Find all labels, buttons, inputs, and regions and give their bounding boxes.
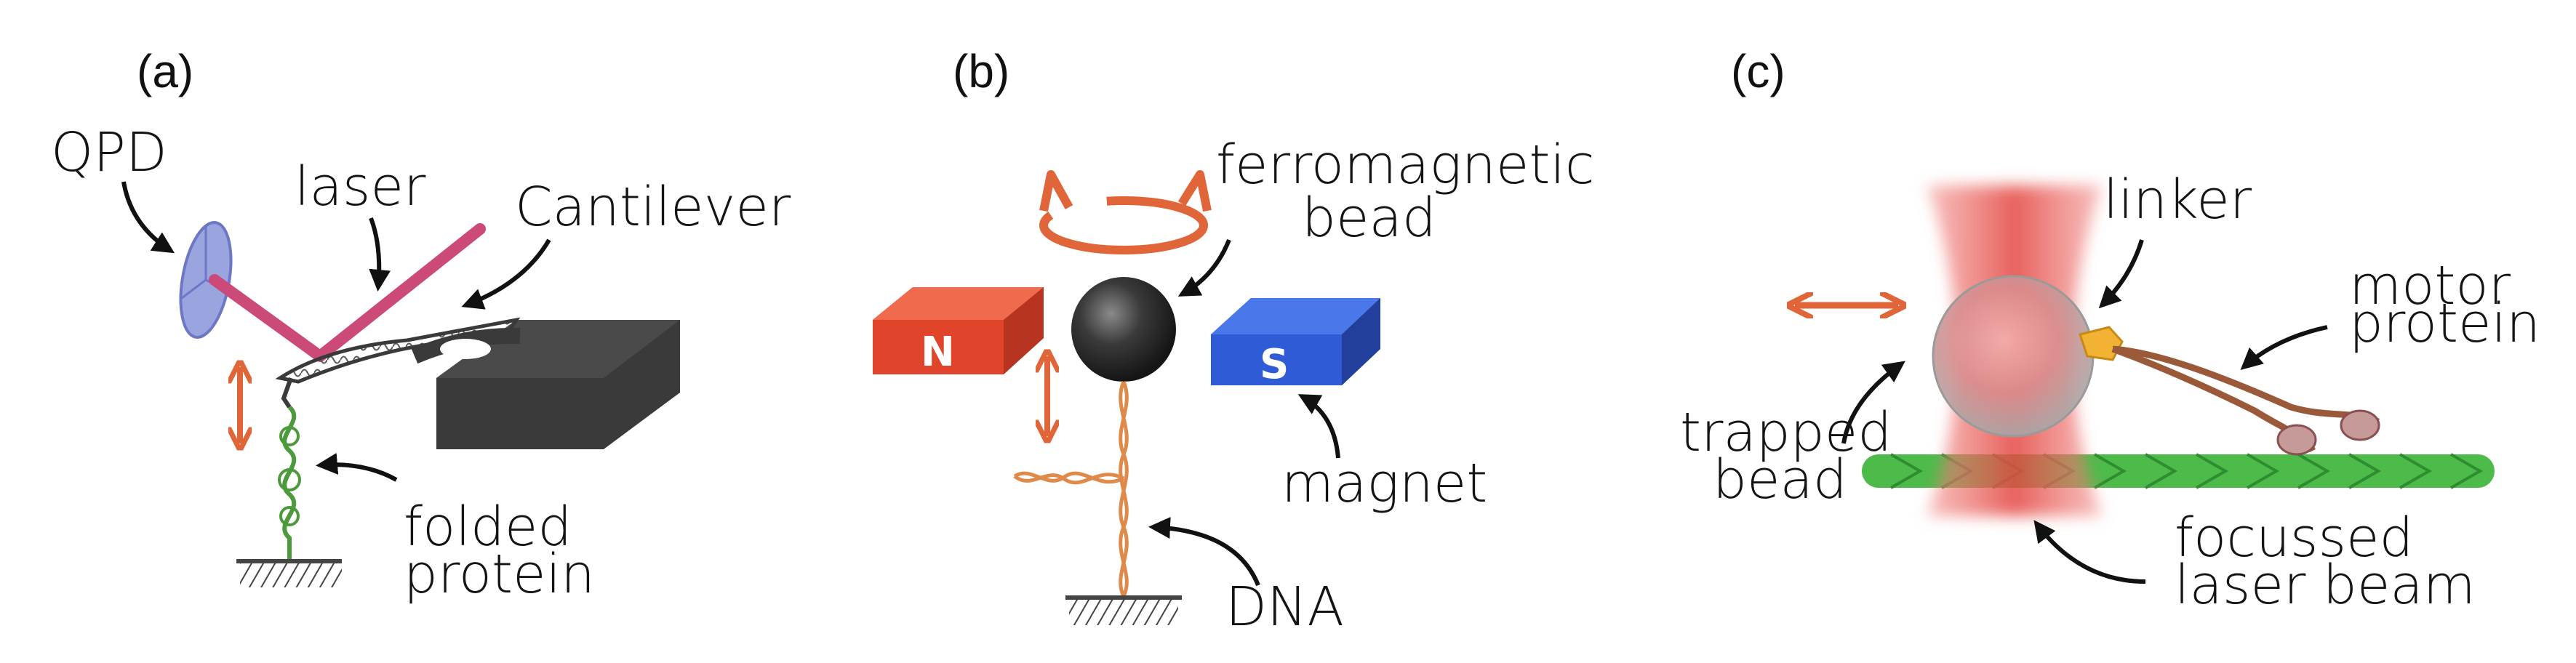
linker	[2079, 326, 2124, 361]
folded-protein	[282, 405, 297, 560]
dna-loop	[1013, 471, 1125, 484]
panel-b-tag: (b)	[953, 45, 1009, 97]
bead-pointer	[1177, 238, 1231, 297]
label-protein-a: protein	[404, 543, 595, 606]
bead-pointer-c	[1841, 361, 1905, 444]
panel-a: (a) QPD laser Cantilever folded	[51, 45, 791, 606]
substrate-b	[1069, 596, 1178, 625]
beam-pointer	[2033, 520, 2146, 584]
qpd-pointer	[121, 181, 175, 254]
magnet-south-letter: S	[1260, 341, 1289, 388]
linker-pointer	[2098, 239, 2144, 309]
protein-pointer	[316, 453, 398, 482]
magnet-pointer	[1297, 394, 1340, 459]
label-qpd: QPD	[51, 121, 167, 184]
laser-beam	[209, 223, 486, 362]
magnet-north-letter: N	[921, 329, 955, 376]
trapped-bead	[1932, 275, 2095, 438]
panel-c: (c) linker motor protein trapped	[1680, 45, 2540, 616]
label-protein-c: protein	[2349, 292, 2540, 355]
magnet-north: N	[873, 287, 1044, 376]
ferromagnetic-bead	[1071, 277, 1176, 382]
label-laser-beam: laser beam	[2175, 554, 2476, 616]
label-linker: linker	[2103, 169, 2252, 231]
label-ferromagnetic: ferromagnetic	[1216, 134, 1595, 196]
label-motor: motor	[2349, 254, 2511, 317]
magnet-south: S	[1211, 298, 1380, 388]
label-magnet: magnet	[1281, 452, 1487, 515]
label-laser: laser	[295, 156, 426, 218]
cantilever-tip	[281, 377, 293, 409]
motor-protein	[2111, 345, 2380, 456]
label-focussed: focussed	[2175, 507, 2414, 569]
panel-b: (b) N S	[873, 45, 1595, 638]
substrate-a	[240, 560, 342, 587]
panel-a-tag: (a)	[137, 45, 193, 97]
label-cantilever: Cantilever	[515, 176, 791, 238]
dna-strand-2	[1119, 381, 1129, 598]
label-folded: folded	[404, 496, 572, 558]
panel-c-tag: (c)	[1731, 45, 1785, 97]
label-dna: DNA	[1225, 576, 1344, 638]
motor-pointer	[2240, 325, 2328, 370]
label-trapped: trapped	[1680, 401, 1892, 464]
laser-pointer	[369, 217, 391, 292]
rotation-arrow	[1039, 196, 1208, 254]
label-bead-b: bead	[1302, 187, 1436, 249]
cantilever-pointer	[461, 238, 551, 310]
dna-pointer	[1148, 517, 1260, 587]
label-bead-c: bead	[1713, 449, 1847, 511]
